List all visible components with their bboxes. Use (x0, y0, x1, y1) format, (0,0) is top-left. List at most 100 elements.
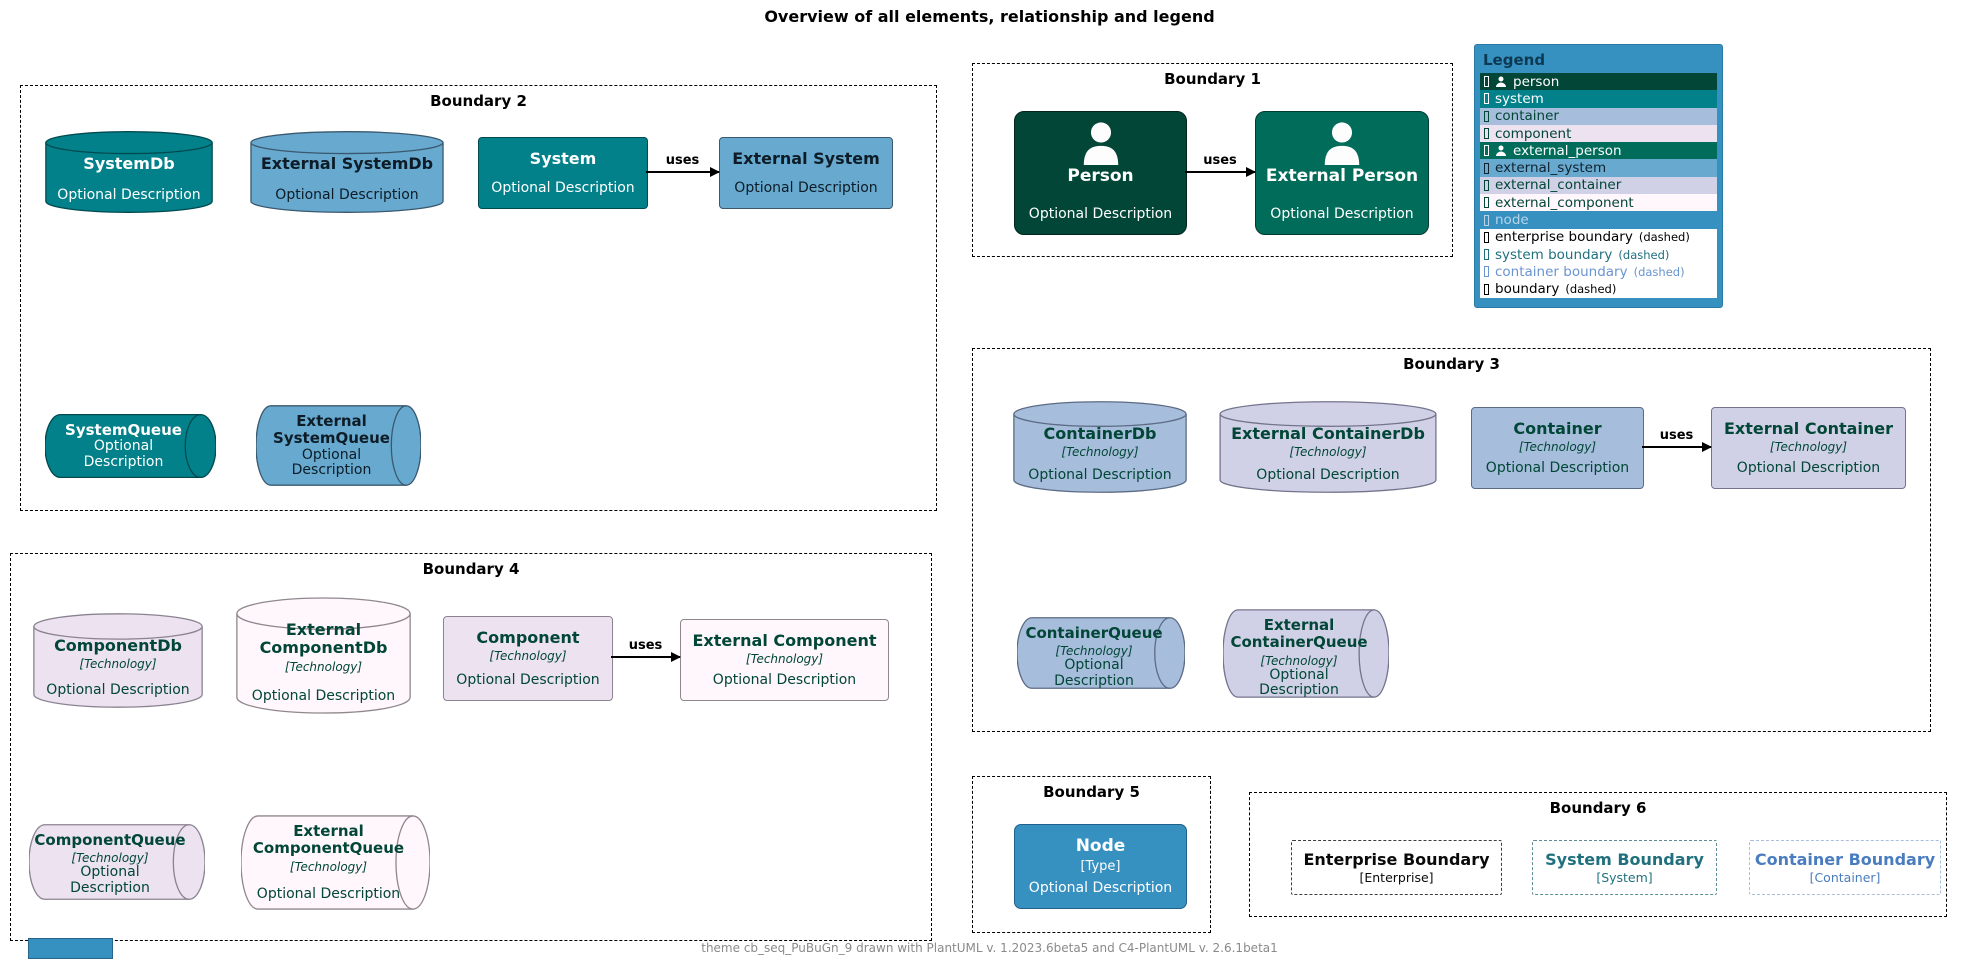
legend-row-node: node (1480, 211, 1717, 229)
element-title: External ComponentDb (259, 620, 388, 658)
external-system-element: External System Optional Description (719, 137, 893, 209)
legend-row-label: external_system (1495, 160, 1607, 177)
external-containerdb-element: External ContainerDb [Technology] Option… (1219, 401, 1437, 493)
legend-row-label: component (1495, 125, 1572, 142)
queue-shape (1017, 617, 1185, 689)
element-description: Optional Description (70, 864, 150, 896)
arrow-line (1185, 166, 1256, 177)
external-systemqueue-element: External SystemQueue Optional Descriptio… (256, 405, 421, 486)
sprite-placeholder-icon (1484, 162, 1489, 174)
element-title: Enterprise Boundary (1303, 850, 1490, 869)
legend-row-label: system (1495, 90, 1544, 107)
element-description: Optional Description (1256, 466, 1400, 483)
database-shape (236, 597, 411, 714)
element-description: Optional Description (1270, 205, 1414, 222)
legend-row-system-boundary: system boundary (dashed) (1480, 245, 1717, 264)
element-description: Optional Description (1736, 459, 1881, 476)
system-element: System Optional Description (478, 137, 648, 209)
element-description: Optional Description (256, 885, 401, 902)
element-description: Optional Description (251, 687, 396, 704)
external-container-element: External Container [Technology] Optional… (1711, 407, 1906, 489)
generator-footer: theme cb_seq_PuBuGn_9 drawn with PlantUM… (701, 941, 1278, 955)
element-description: Optional Description (83, 438, 164, 470)
person-icon (1324, 122, 1360, 165)
queue-shape (29, 824, 205, 900)
legend-row-label: external_component (1495, 194, 1634, 211)
arrow-line (1642, 441, 1712, 452)
boundary-5: Boundary 5 Node [Type] Optional Descript… (972, 776, 1211, 933)
enterprise-boundary-element: Enterprise Boundary [Enterprise] (1291, 840, 1502, 895)
database-shape (250, 131, 444, 213)
componentdb-element: ComponentDb [Technology] Optional Descri… (33, 613, 203, 708)
relationship-label: uses (1203, 153, 1237, 168)
relationship-uses-3: uses (1642, 428, 1712, 452)
sprite-placeholder-icon (1484, 128, 1489, 140)
person-icon (1496, 145, 1506, 157)
arrow-line (646, 166, 720, 177)
element-technology: [Technology] (489, 649, 567, 664)
element-technology: [Technology] (71, 851, 149, 866)
external-systemdb-element: External SystemDb Optional Description (250, 131, 444, 213)
legend-row-component: component (1480, 124, 1717, 143)
legend-row-suffix: (dashed) (1565, 282, 1617, 297)
element-type: [Enterprise] (1359, 870, 1434, 885)
componentqueue-element: ComponentQueue [Technology] Optional Des… (29, 824, 205, 900)
database-shape (45, 131, 213, 213)
element-title: SystemDb (83, 154, 175, 173)
relationship-label: uses (628, 638, 663, 653)
element-description: Optional Description (57, 186, 201, 203)
legend-row-system: system (1480, 90, 1717, 108)
legend-row-label: person (1513, 73, 1560, 90)
element-technology: [Technology] (1061, 445, 1139, 460)
element-title: External ContainerQueue (1230, 616, 1368, 652)
relationship-uses-1: uses (646, 153, 720, 177)
container-boundary-element: Container Boundary [Container] (1749, 840, 1941, 895)
legend-row-container: container (1480, 107, 1717, 125)
sprite-placeholder-icon (1484, 93, 1489, 105)
element-title: System Boundary (1545, 850, 1704, 869)
element-title: Container Boundary (1754, 850, 1936, 869)
element-technology: [Technology] (1055, 644, 1133, 659)
element-description: Optional Description (291, 446, 372, 478)
legend-row-person: person (1480, 73, 1717, 91)
element-description: Optional Description (1054, 657, 1134, 689)
legend-row-label: container boundary (1495, 263, 1628, 280)
relationship-label: uses (1659, 428, 1694, 443)
legend-row-external-component: external_component (1480, 194, 1717, 212)
element-title: External Component (692, 631, 877, 650)
external-containerqueue-element: External ContainerQueue [Technology] Opt… (1223, 609, 1389, 698)
database-shape (33, 613, 203, 708)
systemdb-element: SystemDb Optional Description (45, 131, 213, 213)
legend-row-boundary: boundary (dashed) (1480, 280, 1717, 298)
arrow-line (611, 651, 681, 662)
element-title: ComponentDb (54, 636, 182, 655)
queue-shape (256, 405, 421, 486)
legend-row-label: node (1495, 212, 1529, 229)
element-description: Optional Description (46, 681, 190, 698)
element-type: [Container] (1809, 870, 1881, 885)
legend-row-external-system: external_system (1480, 159, 1717, 177)
legend-row-label: boundary (1495, 281, 1560, 298)
relationship-label: uses (665, 153, 700, 168)
sprite-placeholder-icon (1484, 214, 1489, 226)
boundary-2-title: Boundary 2 (430, 92, 527, 110)
container-element: Container [Technology] Optional Descript… (1471, 407, 1644, 489)
element-title: External SystemQueue (273, 412, 390, 448)
external-componentdb-element: External ComponentDb [Technology] Option… (236, 597, 411, 714)
boundary-4: Boundary 4 ComponentDb [Technology] Opti… (10, 553, 932, 941)
legend-row-label: system boundary (1495, 246, 1613, 263)
element-title: Component (476, 628, 580, 647)
sprite-placeholder-icon (1484, 110, 1489, 122)
legend-row-external-container: external_container (1480, 176, 1717, 195)
element-technology: [Technology] (1260, 653, 1338, 668)
database-shape (1219, 401, 1437, 493)
boundary-6: Boundary 6 Enterprise Boundary [Enterpri… (1249, 792, 1947, 917)
element-technology: [Technology] (79, 657, 157, 672)
relationship-uses-2: uses (1185, 153, 1256, 177)
boundary-2: Boundary 2 SystemDb Optional Description… (20, 85, 937, 511)
queue-shape (241, 815, 430, 910)
legend: Legend person system container component… (1474, 44, 1723, 308)
element-description: Optional Description (1028, 879, 1173, 896)
person-icon (1083, 122, 1118, 165)
